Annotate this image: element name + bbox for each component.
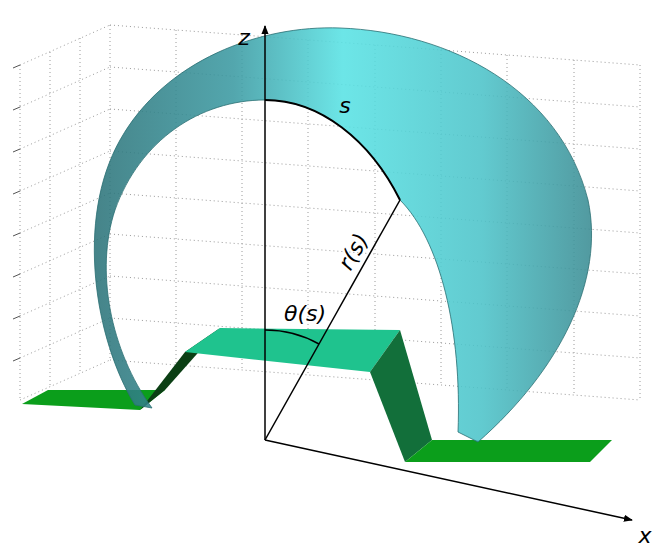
ticks <box>13 65 20 361</box>
tick-mark <box>13 233 20 236</box>
tick-mark <box>13 191 20 194</box>
grid-line <box>20 318 110 358</box>
ribbon-surface <box>94 28 591 442</box>
platform-top <box>185 328 400 372</box>
axis-label: x <box>638 523 651 549</box>
radius-label: r(s) <box>333 229 375 275</box>
ground-strip <box>405 440 612 462</box>
arc-length-label: s <box>339 93 350 119</box>
arc-length-curve <box>265 100 400 200</box>
z-axis <box>264 26 266 440</box>
bump-slope <box>370 330 432 462</box>
tick-mark <box>13 358 20 361</box>
tick-mark <box>13 65 20 68</box>
radius-line <box>265 200 400 440</box>
grid-line <box>20 151 110 191</box>
grid-line <box>20 109 110 149</box>
grid-line <box>20 25 110 65</box>
tick-mark <box>13 107 20 110</box>
tick-mark <box>13 274 20 277</box>
grid-line <box>640 65 641 400</box>
angle-arc <box>265 330 319 344</box>
tick-mark <box>13 149 20 152</box>
x-axis <box>265 440 632 520</box>
axis-label: z <box>238 25 250 51</box>
angle-label: θ(s) <box>284 301 326 327</box>
grid-line <box>20 67 110 107</box>
grid-line <box>80 38 81 373</box>
tick-mark <box>13 316 20 319</box>
